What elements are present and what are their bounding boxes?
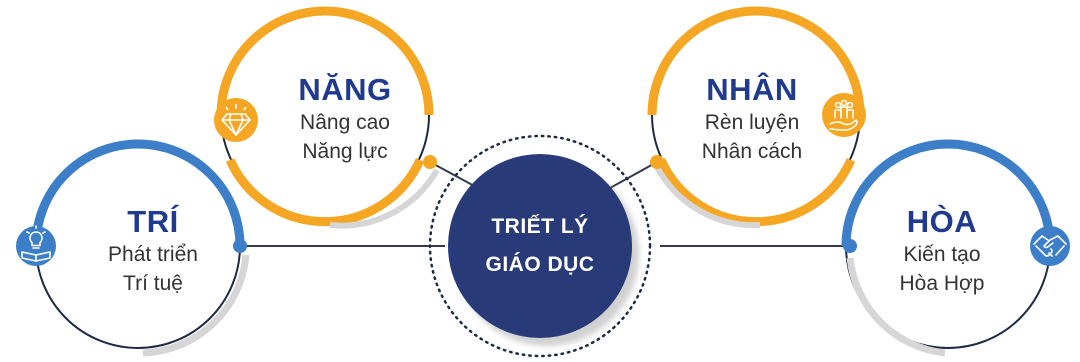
pillar-tri-label: TRÍ Phát triển Trí tuệ	[78, 204, 228, 298]
pillar-line2: Năng lực	[302, 140, 388, 163]
book-lightbulb-icon	[21, 225, 51, 262]
connector-lines	[240, 161, 850, 247]
pillar-title: NĂNG	[298, 72, 392, 107]
pillar-line2: Hòa Hợp	[899, 272, 985, 295]
handshake-icon	[1033, 235, 1067, 257]
circle-tri	[16, 139, 250, 357]
pillar-line1: Kiến tạo	[903, 243, 981, 266]
pillar-nang-label: NĂNG Nâng cao Năng lực	[270, 72, 420, 166]
center-circle	[428, 134, 652, 358]
center-title-line1: TRIẾT LÝ	[491, 215, 589, 238]
pillar-line2: Trí tuệ	[123, 272, 183, 295]
pillar-nhan-label: NHÂN Rèn luyện Nhân cách	[677, 72, 827, 166]
pillar-line1: Nâng cao	[300, 111, 390, 134]
pillar-line1: Rèn luyện	[704, 111, 800, 134]
center-title: TRIẾT LÝ GIÁO DỤC	[445, 208, 635, 284]
people-hand-icon	[829, 99, 858, 131]
circle-nang	[214, 6, 440, 229]
pillar-title: TRÍ	[127, 204, 179, 239]
pillar-title: HÒA	[906, 204, 978, 239]
pillar-line1: Phát triển	[108, 243, 198, 266]
pillar-line2: Nhân cách	[701, 140, 803, 163]
center-title-line2: GIÁO DỤC	[485, 253, 595, 276]
pillar-title: NHÂN	[706, 72, 798, 107]
circle-nhan	[647, 6, 866, 229]
diamond-icon	[221, 104, 251, 136]
pillar-hoa-label: HÒA Kiến tạo Hòa Hợp	[867, 204, 1017, 298]
